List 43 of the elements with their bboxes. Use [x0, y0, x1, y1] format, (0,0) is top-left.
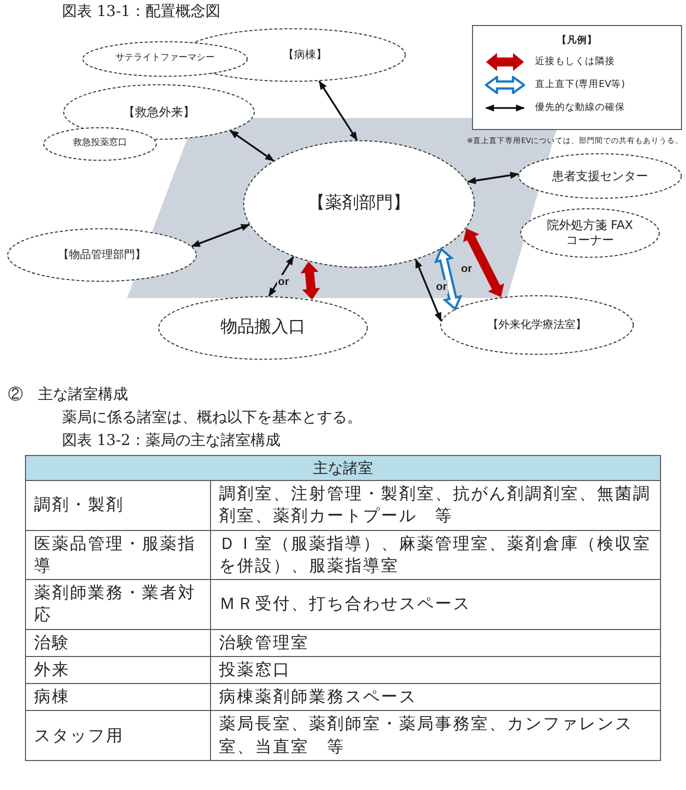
- double-arrow: [415, 258, 442, 322]
- table-cell: 病棟薬剤師業務スペース: [210, 684, 660, 711]
- double-arrow: [466, 172, 520, 184]
- node-label: 【救急外来】: [123, 104, 195, 120]
- node-label: 【外来化学療法室】: [488, 318, 586, 332]
- double-arrow: [191, 224, 250, 248]
- table-cell: 薬局長室、薬剤師室・薬局事務室、カンファレンス室、当直室 等: [210, 710, 660, 760]
- table-cell: 調剤室、注射管理・製剤室、抗がん剤調剤室、無菌調剤室、薬剤カートプール 等: [210, 480, 660, 530]
- figure-title: 図表 13-1：配置概念図: [62, 2, 220, 21]
- table-cell: ＭＲ受付、打ち合わせスペース: [210, 580, 660, 630]
- table-cell: 治験: [26, 629, 210, 656]
- table-caption: 図表 13-2：薬局の主な諸室構成: [62, 431, 280, 450]
- table-cell: 医薬品管理・服薬指導: [26, 530, 210, 580]
- node-label: 【物品管理部門】: [58, 248, 146, 262]
- table-cell: スタッフ用: [26, 710, 210, 760]
- legend-text: 直上直下(専用EV等): [535, 78, 625, 92]
- table-cell: 薬剤師業務・業者対応: [26, 580, 210, 630]
- legend-title: 【凡例】: [556, 34, 598, 47]
- node-label: 救急投薬窓口: [73, 138, 127, 150]
- edge-label: or: [435, 280, 448, 294]
- node-label: 院外処方箋 FAXコーナー: [546, 218, 634, 248]
- body-text: 薬局に係る諸室は、概ね以下を基本とする。: [62, 408, 362, 427]
- table-cell: 治験管理室: [210, 629, 660, 656]
- thick-double-arrow: [463, 228, 504, 298]
- node-label: 物品搬入口: [220, 317, 306, 339]
- section-heading: ② 主な諸室構成: [8, 385, 128, 404]
- table-cell: 外来: [26, 656, 210, 684]
- node-label: 【病棟】: [283, 48, 327, 62]
- node-label: 患者支援センター: [552, 168, 648, 184]
- node-label: 【薬剤部門】: [308, 193, 410, 215]
- legend-text: 近接もしくは隣接: [535, 55, 615, 69]
- table-header-cell: 主な諸室: [26, 456, 660, 480]
- double-arrow: [268, 256, 294, 297]
- table-cell: 調剤・製剤: [26, 480, 210, 530]
- table-cell: 病棟: [26, 684, 210, 711]
- thick-double-arrow: [434, 247, 462, 311]
- table-cell: 投薬窓口: [210, 656, 660, 684]
- thick-double-arrow: [300, 262, 320, 300]
- double-arrow: [230, 130, 274, 162]
- double-arrow: [318, 80, 358, 141]
- node-label: サテライトファーマシー: [116, 53, 214, 65]
- legend-text: 優先的な動線の確保: [535, 101, 625, 115]
- table-cell: ＤＩ室（服薬指導）、麻薬管理室、薬剤倉庫（検収室を併設）、服薬指導室: [210, 530, 660, 580]
